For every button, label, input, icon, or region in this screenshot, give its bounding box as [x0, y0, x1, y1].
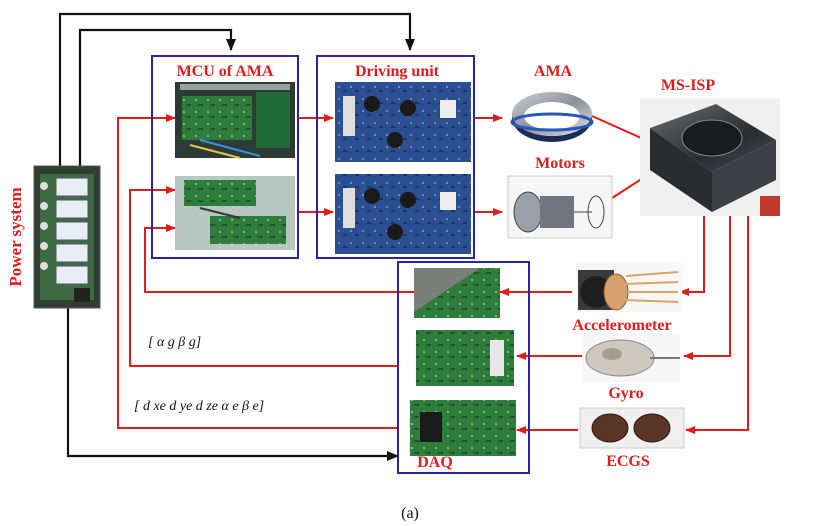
driver-board-bottom [335, 174, 471, 254]
isp-to-ecgs [685, 192, 749, 434]
driving-unit-label: Driving unit [355, 63, 440, 80]
daq-board-ecgs [410, 400, 516, 456]
power-module [55, 265, 89, 285]
ecgs-label: ECGS [606, 453, 650, 470]
ecgs-signal-label: [ d xe d ye d ze α e β e] [134, 399, 264, 414]
driving-unit-box [316, 55, 475, 259]
daq-label: DAQ [417, 454, 453, 471]
gyro-label: Gyro [608, 385, 643, 402]
ms-isp-image [640, 98, 780, 216]
power-module [55, 243, 89, 263]
feedback-ecgs-to-mcu [117, 114, 398, 429]
daq-box [397, 261, 530, 474]
isp-to-accelerometer [679, 192, 705, 296]
daq-board-gyro [416, 330, 514, 386]
power-module [55, 199, 89, 219]
power-line-to-mcu [78, 28, 236, 166]
power-system-label: Power system [6, 187, 25, 286]
power-line-to-daq [66, 307, 399, 461]
gyro-image [582, 334, 680, 382]
driver-board-top [335, 82, 471, 162]
ama-image [510, 92, 594, 142]
power-module [55, 177, 89, 197]
figure-caption: (a) [401, 505, 419, 522]
daq-board-accelerometer [414, 268, 500, 318]
power-system-board [33, 165, 101, 309]
accelerometer-image [576, 262, 682, 312]
power-lines [58, 12, 415, 461]
signal-lines [117, 114, 749, 434]
mcu-label: MCU of AMA [177, 63, 274, 80]
mcu-board-top [175, 82, 295, 159]
ms-isp-label: MS-ISP [661, 77, 715, 94]
mcu-board-bottom [175, 176, 295, 250]
motors-label: Motors [535, 155, 585, 172]
power-line-to-driving-unit [58, 12, 415, 166]
gyro-signal-label: [ α g β g] [148, 335, 201, 350]
feedback-accel-to-mcu [144, 224, 415, 293]
mcu-box [151, 55, 299, 259]
isp-to-gyro [683, 192, 731, 360]
power-module [55, 221, 89, 241]
accelerometer-label: Accelerometer [572, 317, 671, 334]
ama-label: AMA [534, 63, 573, 80]
motors-image [507, 175, 613, 239]
ecgs-image [579, 407, 685, 449]
